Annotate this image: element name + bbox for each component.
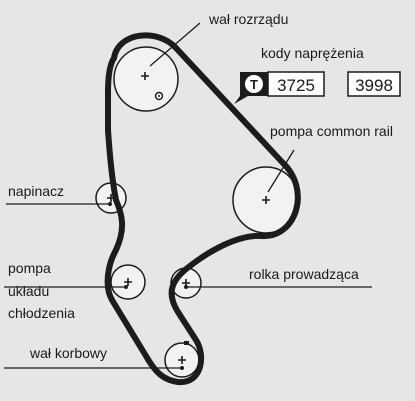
tension-code-2: 3998 [355, 76, 393, 95]
coolant-pump-label-line3: chłodzenia [8, 305, 75, 321]
leader-dots [108, 202, 188, 370]
leader-lines [4, 22, 372, 369]
code-box-2 [347, 71, 401, 97]
tension-code-1: 3725 [277, 76, 315, 95]
camshaft-label: wał rozrządu [208, 11, 288, 27]
camshaft-timing-mark [154, 91, 164, 101]
tool-icon [245, 75, 263, 93]
code-box-1 [267, 71, 325, 97]
tension-codes-panel: T 3725 3998 [234, 71, 401, 104]
timing-belt [104, 32, 301, 386]
common-rail-pump-label: pompa common rail [270, 123, 393, 139]
tool-symbol: T [250, 77, 258, 92]
tensioner-label: napinacz [8, 183, 64, 199]
coolant-pump-label-line2: układu [8, 283, 49, 299]
crankshaft-label: wał korbowy [29, 345, 107, 361]
pulley-center-marks [107, 72, 270, 364]
coolant-pump-label-line1: pompa [8, 260, 51, 276]
crankshaft-timing-mark [184, 341, 189, 345]
tension-codes-label: kody naprężenia [261, 45, 364, 61]
idler-roller-label: rolka prowadząca [249, 266, 359, 282]
camshaft-pulley [113, 46, 179, 112]
